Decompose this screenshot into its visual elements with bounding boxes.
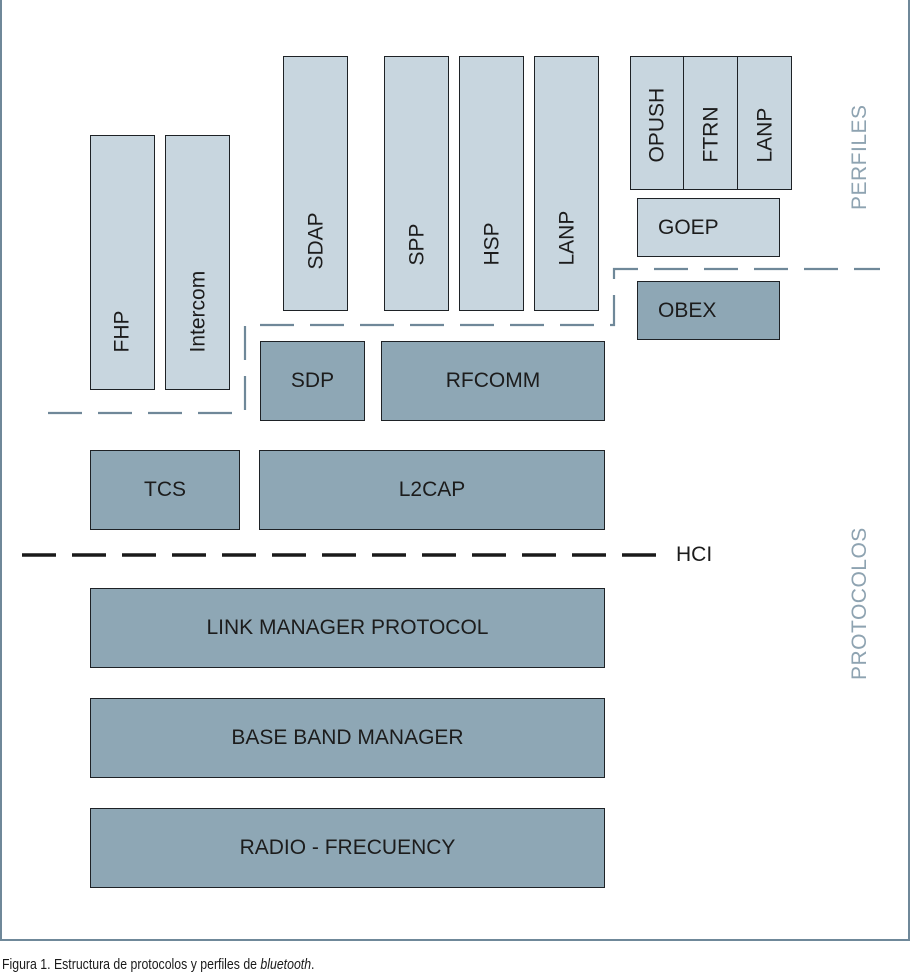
protocol-obex-label: OBEX [658,298,717,322]
protocol-sdp-label: SDP [290,369,335,392]
caption-italic: bluetooth [260,956,312,973]
hci-label: HCI [676,543,713,566]
protocol-l2cap: L2CAP [259,450,605,530]
protocol-link-manager-label: LINK MANAGER PROTOCOL [206,616,489,639]
protocol-obex: OBEX [637,281,780,340]
profiles-side-label: PERFILES [848,104,871,210]
profile-lanp: LANP [534,56,599,311]
profile-opush-label: OPUSH [645,87,669,163]
profile-lanp-obex: LANP [738,57,791,189]
profile-fhp-label: FHP [110,310,133,353]
profile-spp-label: SPP [405,223,428,266]
caption-text: Figura 1. Estructura de protocolos y per… [2,956,261,973]
protocol-radio: RADIO - FRECUENCY [90,808,605,888]
profile-lanp-label: LANP [555,210,578,266]
diagram-frame [0,0,910,941]
profile-intercom: Intercom [165,135,230,390]
profile-opush: OPUSH [631,57,684,189]
profile-sdap: SDAP [283,56,348,311]
profile-sdap-label: SDAP [304,212,327,270]
figure-caption: Figura 1. Estructura de protocolos y per… [2,956,314,973]
profile-ftrn: FTRN [684,57,738,189]
protocol-l2cap-label: L2CAP [398,478,466,501]
obex-profiles-group: OPUSH FTRN LANP [630,56,792,190]
protocol-link-manager: LINK MANAGER PROTOCOL [90,588,605,668]
protocol-tcs: TCS [90,450,240,530]
profile-goep: GOEP [637,198,780,257]
protocols-side-label: PROTOCOLOS [848,527,871,680]
profile-intercom-label: Intercom [186,270,209,353]
profile-fhp: FHP [90,135,155,390]
profile-spp: SPP [384,56,449,311]
profile-goep-label: GOEP [658,215,719,239]
protocol-baseband-label: BASE BAND MANAGER [231,726,464,749]
profile-protocol-boundary [48,267,880,415]
profile-ftrn-label: FTRN [699,106,722,163]
protocol-tcs-label: TCS [144,478,186,501]
profile-hsp-label: HSP [480,222,503,266]
protocol-rfcomm-label: RFCOMM [445,369,541,392]
profile-hsp: HSP [459,56,524,311]
protocol-rfcomm: RFCOMM [381,341,605,421]
protocol-sdp: SDP [260,341,365,421]
protocol-baseband: BASE BAND MANAGER [90,698,605,778]
protocol-radio-label: RADIO - FRECUENCY [239,836,456,859]
profile-lanp-obex-label: LANP [753,107,776,163]
caption-suffix: . [311,956,315,973]
